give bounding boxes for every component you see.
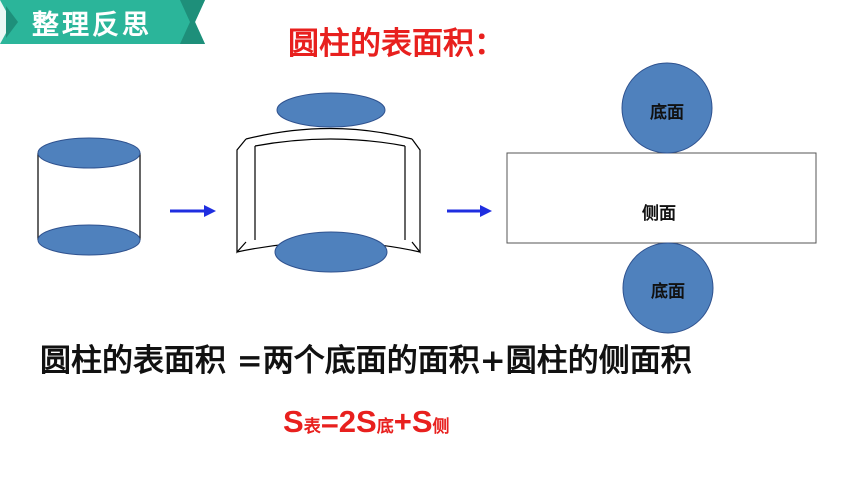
formula-description: 圆柱的表面积 =两个底面的面积+圆柱的侧面积 <box>40 343 692 379</box>
cylinder-net <box>506 62 817 334</box>
formula-symbolic: S表=2S底+S侧 <box>283 404 450 440</box>
unrolling-cylinder <box>236 92 421 273</box>
arrow-right-icon <box>447 205 492 217</box>
section-badge: 整理反思 <box>0 0 205 44</box>
formula-sub-base: 底 <box>376 417 394 436</box>
top-base-label: 底面 <box>650 103 684 123</box>
formula-sub-lateral: 侧 <box>432 417 450 436</box>
formula-eq: =2S <box>320 404 377 439</box>
section-title: 整理反思 <box>32 10 152 41</box>
lateral-surface-label: 侧面 <box>642 204 676 224</box>
formula-sub-surface: 表 <box>303 417 321 436</box>
arrow-right-icon <box>170 205 216 217</box>
formula-plus: +S <box>393 404 433 439</box>
badge-shape <box>0 0 205 44</box>
formula-s1: S <box>283 404 304 439</box>
cylinder <box>37 137 141 256</box>
page-title: 圆柱的表面积： <box>288 26 505 62</box>
bottom-base-label: 底面 <box>651 282 685 302</box>
